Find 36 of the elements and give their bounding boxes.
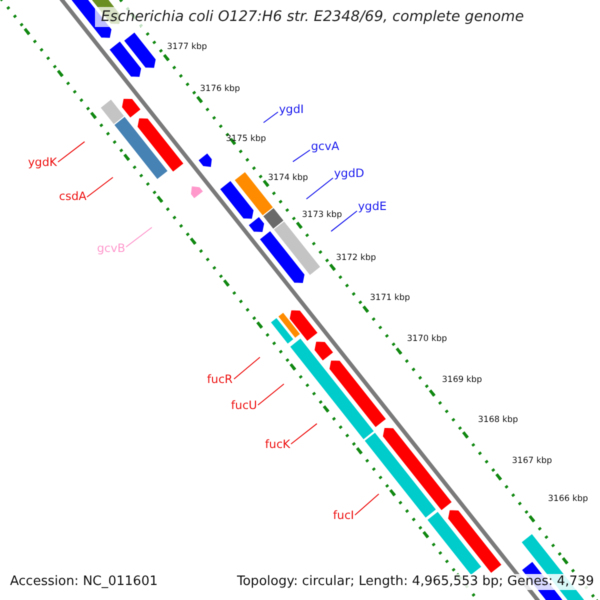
gene-label: ygdI (279, 103, 304, 116)
gene-label: fucU (231, 399, 258, 412)
scale-label: 3174 kbp (268, 173, 308, 185)
gene-label: csdA (59, 190, 86, 203)
leader-line (258, 384, 284, 406)
scale-label: 3167 kbp (512, 456, 552, 468)
gene-label: gcvA (311, 140, 340, 153)
gene-label: gcvB (97, 242, 126, 255)
scale-label: 3169 kbp (442, 375, 482, 387)
scale-label: 3173 kbp (302, 210, 342, 222)
leader-line (290, 423, 318, 444)
gene-label: ygdE (358, 200, 387, 213)
gene-label: fucK (265, 438, 290, 451)
gene-label: fucI (333, 509, 354, 522)
scale-label: 3170 kbp (407, 334, 448, 346)
scale-label: 3172 kbp (336, 253, 376, 265)
scale-label: 3166 kbp (548, 494, 588, 506)
leader-line (330, 210, 358, 232)
scale-label: 3177 kbp (167, 42, 208, 54)
leader-line (354, 494, 380, 516)
genome-stats-text: Topology: circular; Length: 4,965,553 bp; Genes: 4,739 (235, 574, 596, 590)
gene-label: ygdK (28, 156, 57, 169)
leader-line (58, 141, 86, 162)
scale-label: 3168 kbp (478, 415, 518, 427)
leader-line (306, 178, 334, 200)
leader-line (263, 112, 278, 124)
scale-label: 3175 kbp (226, 134, 266, 146)
leader-line (126, 226, 152, 248)
leader-line (234, 356, 260, 380)
leader-line (292, 150, 310, 162)
accession-text: Accession: NC_011601 (8, 574, 160, 590)
gene-label: fucR (207, 373, 233, 386)
scale-label: 3176 kbp (200, 84, 240, 96)
gene-label: ygdD (334, 167, 364, 180)
scale-label: 3171 kbp (370, 293, 410, 305)
leader-line (86, 176, 114, 198)
